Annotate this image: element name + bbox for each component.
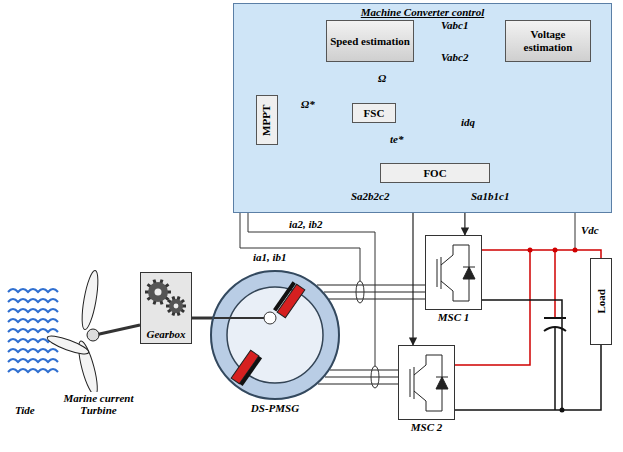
process-box: MPPT: [256, 95, 278, 145]
signal-label: Sa2b2c2: [350, 190, 391, 202]
node-text: Machine Converter control: [361, 6, 484, 19]
node-text: FOC: [423, 167, 446, 180]
gear-icons: [145, 280, 186, 316]
signal-label: te*: [389, 133, 404, 145]
igbt-symbol: [437, 245, 475, 301]
node-text: MSC 2: [411, 421, 443, 434]
node-text: MSC 1: [438, 311, 470, 324]
tide-waves: [8, 289, 58, 372]
signal-label: Vabc1: [440, 19, 470, 31]
phase-wires: [317, 285, 425, 384]
generator: [210, 270, 340, 400]
shaft-line: [192, 317, 213, 320]
dc-bus: [455, 248, 601, 413]
signal-label: Ω: [377, 72, 387, 84]
turbine: [46, 269, 140, 396]
signal-label: idq: [460, 116, 476, 128]
signal-label: Ω*: [300, 98, 316, 110]
node-text: Voltage estimation: [506, 28, 590, 53]
signal-label: ia1, ib1: [252, 251, 288, 263]
signal-label: ia2, ib2: [288, 218, 324, 230]
part-label: Marine current Turbine: [50, 392, 147, 416]
circle-outline: [210, 270, 340, 400]
node-text: Load: [595, 289, 608, 313]
igbt-symbol: [410, 355, 448, 411]
gearbox-box: Gearbox: [140, 272, 192, 344]
node-text: DS-PMSG: [251, 402, 299, 415]
signal-label: Vabc2: [440, 51, 470, 63]
process-box: Voltage estimation: [505, 20, 591, 62]
node-text: FSC: [364, 107, 385, 120]
node-text: Speed estimation: [330, 35, 410, 48]
generator-circle: DS-PMSG: [210, 270, 340, 400]
node-text: MPPT: [261, 104, 274, 135]
process-box: FOC: [380, 163, 490, 183]
process-box: Speed estimation: [326, 20, 414, 62]
process-box: FSC: [352, 103, 396, 123]
load-box: Load: [590, 258, 612, 345]
signal-label: Sa1b1c1: [470, 190, 511, 202]
part-label: Tide: [14, 404, 36, 416]
node-text: Gearbox: [146, 328, 185, 343]
signal-label: Vdc: [580, 224, 600, 236]
control-panel: Machine Converter controlSpeed estimatio…: [233, 3, 612, 213]
converter-box: MSC 2: [398, 345, 455, 420]
converter-box: MSC 1: [425, 235, 482, 310]
